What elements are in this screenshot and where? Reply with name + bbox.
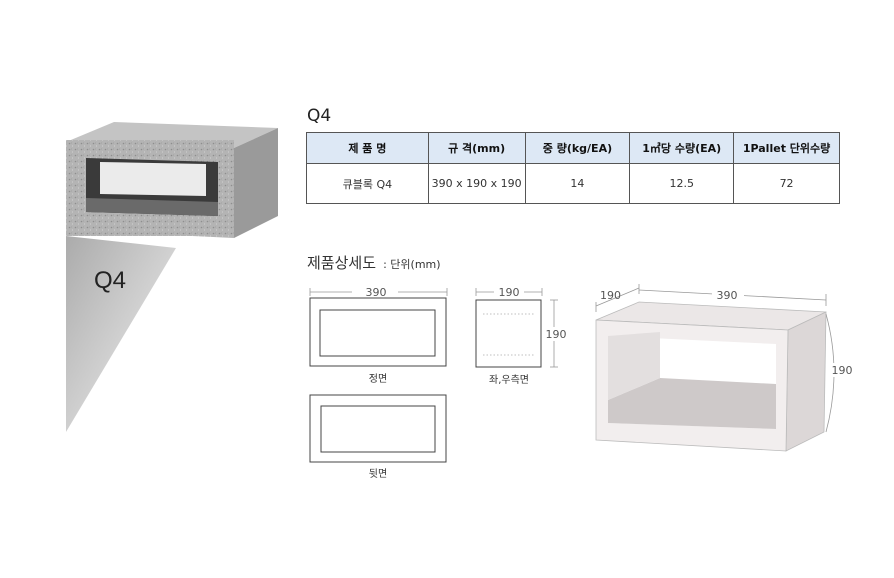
photo-label: Q4	[94, 267, 126, 294]
block-hollow-back	[100, 162, 206, 196]
spec-cell-size: 390 x 190 x 190	[427, 163, 526, 204]
iso-length-dim: 390	[717, 289, 738, 302]
side-caption: 좌,우측면	[489, 374, 529, 386]
spec-cell-weight: 14	[524, 163, 631, 204]
spec-header-cell: 1Pallet 단위수량	[733, 132, 840, 164]
front-view: 390 정면	[309, 284, 448, 385]
detail-unit: : 단위(mm)	[383, 258, 441, 271]
side-height-dim: 190	[546, 328, 567, 341]
product-photo: Q4	[66, 122, 278, 432]
table-row: 큐블록 Q4 390 x 190 x 190 14 12.5 72	[306, 163, 840, 204]
iso-height-dim: 190	[832, 364, 853, 377]
iso-view: 190 390 190	[595, 284, 854, 452]
back-view: 뒷면	[309, 394, 447, 480]
front-width-dim: 390	[366, 286, 387, 299]
spec-header-cell: 1㎥당 수량(EA)	[629, 132, 735, 164]
block-side-face	[234, 128, 278, 238]
spec-table: 제 품 명 규 격(mm) 중 량(kg/EA) 1㎥당 수량(EA) 1Pal…	[306, 132, 840, 204]
photo-wedge	[66, 236, 176, 432]
product-title: Q4	[307, 106, 332, 126]
spec-cell-per-pallet: 72	[733, 163, 840, 204]
detail-heading: 제품상세도 : 단위(mm)	[307, 252, 441, 273]
spec-header-cell: 규 격(mm)	[427, 132, 526, 164]
block-hollow-floor	[86, 198, 218, 216]
spec-cell-per-m3: 12.5	[629, 163, 735, 204]
side-width-dim: 190	[499, 286, 520, 299]
side-view: 190 190 좌,우측면	[475, 284, 567, 386]
back-caption: 뒷면	[369, 467, 387, 480]
front-caption: 정면	[369, 373, 387, 385]
detail-title: 제품상세도	[307, 254, 377, 272]
spec-cell-name: 큐블록 Q4	[306, 163, 429, 204]
iso-depth-dim: 190	[600, 289, 621, 302]
